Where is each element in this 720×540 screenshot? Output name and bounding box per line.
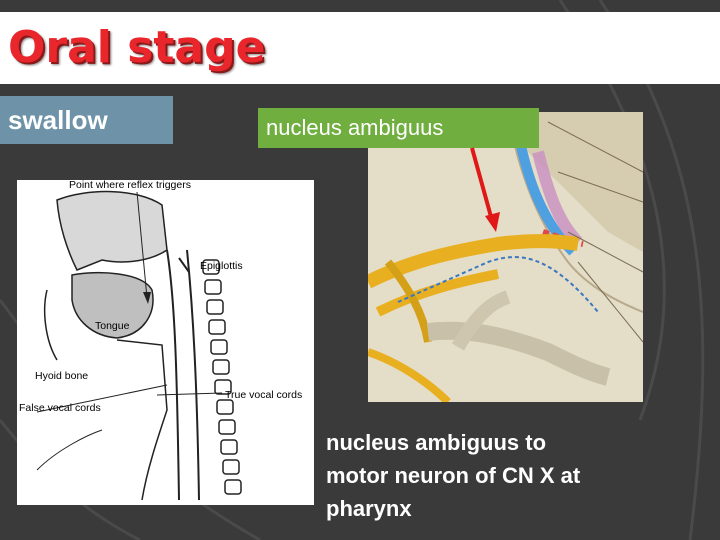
nucleus-ambiguus-label: nucleus ambiguus xyxy=(258,108,539,148)
caption-line-1: nucleus ambiguus to xyxy=(326,430,547,455)
swallow-label: swallow xyxy=(0,96,173,144)
caption-line-2: motor neuron of CN X at xyxy=(326,463,581,488)
nucleus-ambiguus-illustration xyxy=(368,112,643,402)
head-neck-sketch xyxy=(36,190,242,501)
slide-title: Oral stage xyxy=(8,22,266,73)
title-bar xyxy=(0,12,720,84)
caption-line-3: pharynx xyxy=(326,496,412,521)
label-false-vocal-cords: False vocal cords xyxy=(19,402,101,414)
label-hyoid-bone: Hyoid bone xyxy=(35,370,89,382)
label-tongue: Tongue xyxy=(95,320,130,332)
label-reflex-point: Point where reflex triggers xyxy=(69,179,191,191)
swallow-anatomy-diagram: Point where reflex triggers Epiglottis T… xyxy=(17,179,314,505)
label-epiglottis: Epiglottis xyxy=(200,260,243,272)
label-true-vocal-cords: True vocal cords xyxy=(225,389,303,401)
caption-text: nucleus ambiguus to motor neuron of CN X… xyxy=(326,426,716,525)
